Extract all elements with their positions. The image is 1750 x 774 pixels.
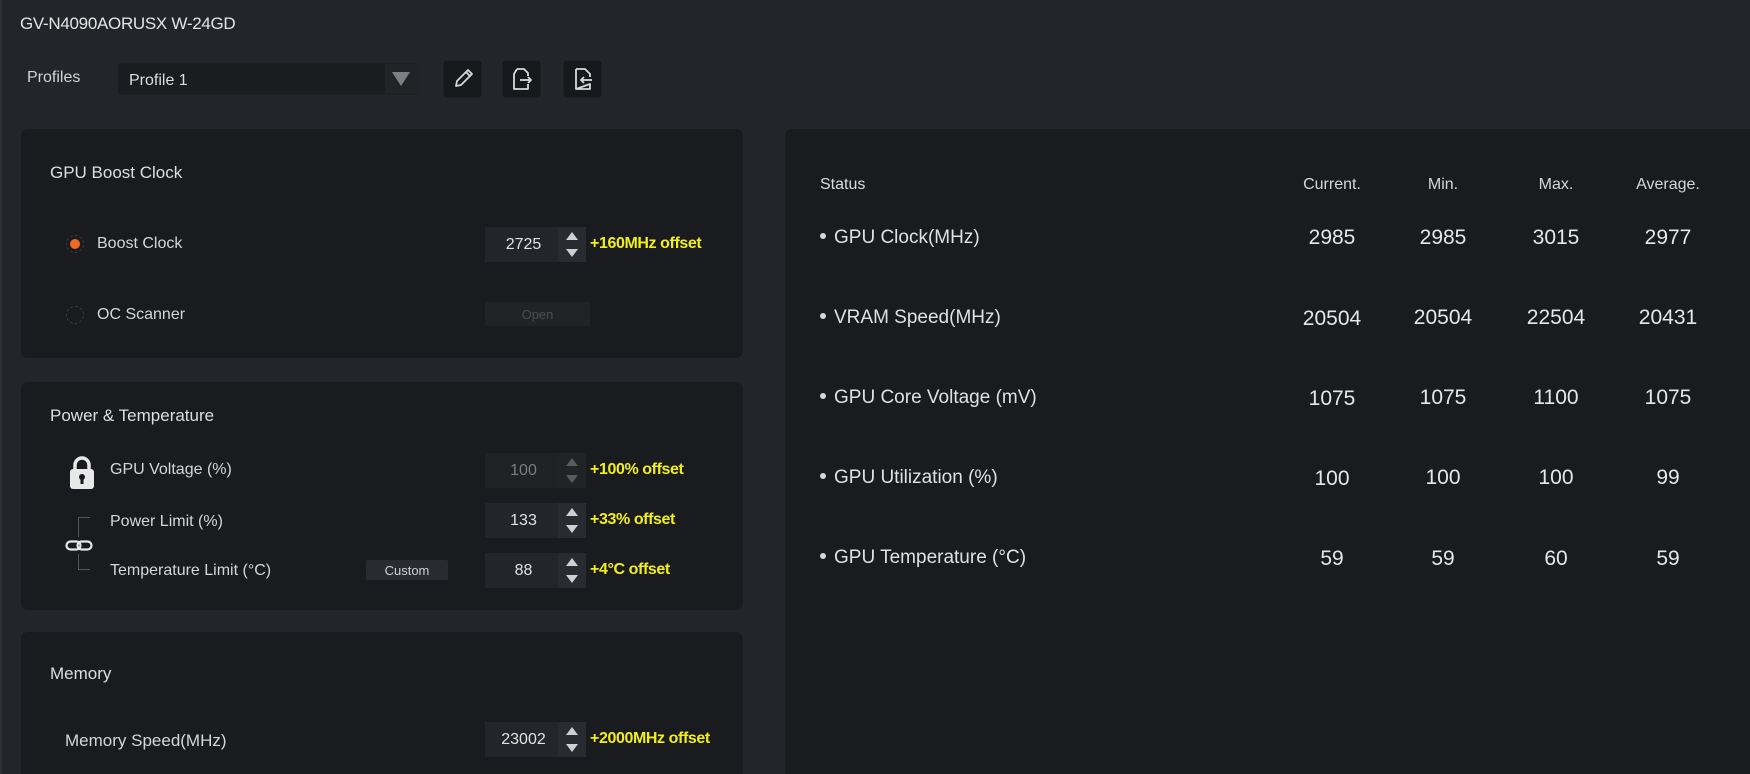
increment-arrow-icon[interactable]	[558, 227, 586, 245]
gpu-voltage-value[interactable]: 100	[485, 453, 558, 488]
gpu-boost-clock-panel: GPU Boost Clock Boost Clock 2725 +160MHz…	[21, 129, 743, 358]
decrement-arrow-icon[interactable]	[558, 571, 586, 589]
status-cell-current: 2985	[1308, 226, 1356, 249]
power-limit-stepper[interactable]: 133	[485, 503, 586, 538]
custom-temperature-button[interactable]: Custom	[366, 560, 448, 580]
increment-arrow-icon[interactable]	[558, 553, 586, 571]
column-current: Current.	[1303, 176, 1361, 193]
gpu-voltage-label: GPU Voltage (%)	[110, 461, 232, 478]
status-cell-min: 100	[1425, 466, 1461, 489]
import-profile-button[interactable]	[563, 60, 602, 98]
oc-scanner-label: OC Scanner	[97, 306, 186, 323]
status-row-label: GPU Utilization (%)	[820, 467, 998, 489]
column-average: Average.	[1636, 176, 1700, 193]
profile-dropdown[interactable]: Profile 1	[118, 63, 418, 95]
gpu-voltage-stepper[interactable]: 100	[485, 453, 586, 488]
memory-speed-offset: +2000MHz offset	[590, 730, 710, 747]
power-limit-label: Power Limit (%)	[110, 513, 223, 530]
temperature-limit-label: Temperature Limit (°C)	[110, 562, 272, 579]
status-cell-min: 59	[1431, 547, 1455, 570]
column-max: Max.	[1538, 176, 1574, 193]
status-cell-max: 22504	[1526, 306, 1586, 329]
gpu-voltage-offset: +100% offset	[590, 461, 684, 478]
memory-speed-label: Memory Speed(MHz)	[65, 731, 227, 750]
memory-speed-stepper[interactable]: 23002	[485, 722, 586, 757]
status-row-label: VRAM Speed(MHz)	[820, 307, 1001, 329]
bullet-icon	[820, 552, 826, 559]
status-cell-average: 20431	[1638, 306, 1698, 329]
boost-clock-stepper[interactable]: 2725	[485, 227, 586, 262]
decrement-arrow-icon[interactable]	[558, 471, 586, 489]
oc-scanner-open-button[interactable]: Open	[485, 302, 590, 326]
oc-scanner-radio[interactable]	[66, 306, 84, 324]
memory-speed-value[interactable]: 23002	[485, 722, 558, 757]
temperature-limit-offset: +4°C offset	[590, 561, 670, 578]
panel-title: GPU Boost Clock	[50, 163, 183, 182]
memory-panel: Memory Memory Speed(MHz) 23002 +2000MHz …	[21, 632, 743, 774]
power-temperature-panel: Power & Temperature GPU Voltage (%) 100 …	[21, 382, 743, 610]
power-limit-offset: +33% offset	[590, 511, 675, 528]
import-file-icon	[574, 68, 592, 90]
pencil-icon	[454, 69, 473, 87]
status-header: Status	[820, 176, 866, 193]
status-row-label: GPU Clock(MHz)	[820, 227, 980, 249]
status-cell-average: 99	[1656, 466, 1680, 489]
increment-arrow-icon[interactable]	[558, 453, 586, 471]
column-min: Min.	[1427, 176, 1459, 193]
temperature-limit-value[interactable]: 88	[485, 553, 558, 588]
status-panel: Status Current. Min. Max. Average. GPU C…	[785, 129, 1750, 774]
link-bracket-top	[78, 517, 90, 537]
boost-clock-value[interactable]: 2725	[485, 227, 558, 262]
edit-profile-button[interactable]	[443, 60, 482, 98]
chevron-down-icon[interactable]	[385, 64, 417, 94]
status-cell-min: 1075	[1419, 386, 1467, 409]
panel-title: Power & Temperature	[50, 406, 215, 425]
bullet-icon	[820, 392, 826, 399]
device-title: GV-N4090AORUSX W-24GD	[20, 14, 236, 33]
status-cell-average: 59	[1656, 547, 1680, 570]
increment-arrow-icon[interactable]	[558, 722, 586, 740]
boost-clock-offset: +160MHz offset	[590, 235, 702, 252]
decrement-arrow-icon[interactable]	[558, 521, 586, 539]
bullet-icon	[820, 232, 826, 239]
status-cell-max: 100	[1538, 466, 1574, 489]
profiles-label: Profiles	[27, 69, 81, 86]
status-cell-current: 1075	[1308, 387, 1356, 410]
status-cell-max: 60	[1544, 547, 1568, 570]
link-bracket-bottom	[78, 554, 90, 570]
temperature-limit-stepper[interactable]: 88	[485, 553, 586, 588]
lock-icon[interactable]	[68, 455, 96, 491]
decrement-arrow-icon[interactable]	[558, 245, 586, 263]
decrement-arrow-icon[interactable]	[558, 740, 586, 758]
status-cell-min: 20504	[1413, 306, 1473, 329]
status-cell-max: 3015	[1532, 226, 1580, 249]
panel-title: Memory	[50, 664, 112, 683]
status-cell-average: 1075	[1644, 386, 1692, 409]
boost-clock-radio[interactable]	[66, 235, 84, 253]
status-cell-current: 100	[1314, 467, 1350, 490]
increment-arrow-icon[interactable]	[558, 503, 586, 521]
status-row-label: GPU Core Voltage (mV)	[820, 387, 1037, 409]
power-limit-value[interactable]: 133	[485, 503, 558, 538]
bullet-icon	[820, 312, 826, 319]
status-cell-current: 59	[1320, 547, 1344, 570]
profile-dropdown-value: Profile 1	[129, 72, 188, 89]
status-cell-max: 1100	[1533, 386, 1579, 409]
export-file-icon	[512, 68, 532, 90]
status-row-label: GPU Temperature (°C)	[820, 547, 1026, 569]
status-cell-current: 20504	[1302, 307, 1362, 330]
window-edge	[0, 0, 2, 774]
boost-clock-label: Boost Clock	[97, 235, 183, 252]
export-profile-button[interactable]	[502, 60, 541, 98]
bullet-icon	[820, 472, 826, 479]
link-chain-icon[interactable]	[65, 539, 93, 553]
status-cell-min: 2985	[1419, 226, 1467, 249]
status-cell-average: 2977	[1644, 226, 1692, 249]
